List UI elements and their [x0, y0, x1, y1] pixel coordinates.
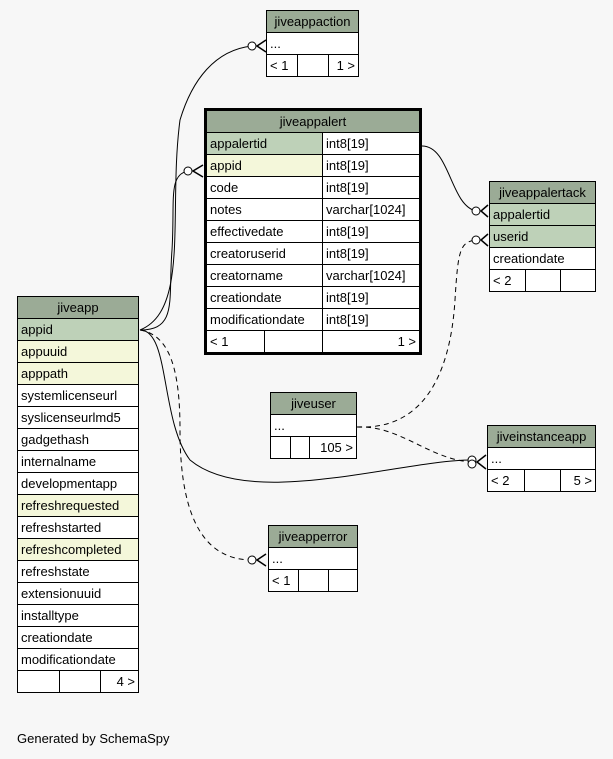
nav-prev: [17, 670, 60, 693]
table-jiveappaction[interactable]: jiveappaction ... < 1 1 >: [266, 10, 359, 77]
column-type: int8[19]: [322, 286, 420, 309]
nav-prev: < 1: [266, 54, 298, 77]
column-name: effectivedate: [206, 220, 323, 243]
column-type: varchar[1024]: [322, 198, 420, 221]
nav-mid: [525, 269, 561, 292]
edge-app-to-appaction: [139, 45, 253, 331]
table-title: jiveappalertack: [489, 181, 596, 204]
nav-prev: < 1: [268, 569, 299, 592]
table-row: ...: [268, 547, 358, 570]
table-title: jiveapperror: [268, 525, 358, 548]
table-jiveapperror[interactable]: jiveapperror ... < 1: [268, 525, 358, 592]
column-name: appalertid: [206, 132, 323, 155]
crowfoot-marker: [255, 553, 267, 567]
edge-end-marker: [247, 555, 257, 565]
column-type: varchar[1024]: [322, 264, 420, 287]
nav-mid: [264, 330, 323, 353]
column-name: internalname: [17, 450, 139, 473]
table-title: jiveapp: [17, 296, 139, 319]
edge-end-marker: [467, 459, 477, 469]
table-jiveinstanceapp[interactable]: jiveinstanceapp ... < 2 5 >: [487, 425, 596, 492]
column-name: notes: [206, 198, 323, 221]
table-title: jiveinstanceapp: [487, 425, 596, 448]
column-type: int8[19]: [322, 176, 420, 199]
nav-next: 4 >: [100, 670, 139, 693]
column-name: syslicenseurlmd5: [17, 406, 139, 429]
column-name: refreshrequested: [17, 494, 139, 517]
column-name: creationdate: [206, 286, 323, 309]
table-jiveuser[interactable]: jiveuser ... 105 >: [270, 392, 357, 459]
table-row: ...: [266, 32, 359, 55]
nav-mid: [298, 569, 329, 592]
table-jiveappalertack[interactable]: jiveappalertack appalertid userid creati…: [489, 181, 596, 292]
table-jiveappalert[interactable]: jiveappalert appalertid int8[19] appid i…: [204, 108, 422, 355]
edge-user-to-instanceapp: [356, 426, 473, 463]
edge-end-marker: [247, 41, 257, 51]
nav-prev: < 2: [487, 469, 525, 492]
column-type: int8[19]: [322, 242, 420, 265]
column-name: refreshstarted: [17, 516, 139, 539]
nav-next: 1 >: [328, 54, 359, 77]
nav-next: 5 >: [560, 469, 596, 492]
nav-next: [328, 569, 358, 592]
column-type: int8[19]: [322, 220, 420, 243]
column-name: installtype: [17, 604, 139, 627]
nav-next: 1 >: [322, 330, 420, 353]
crowfoot-marker: [191, 164, 204, 178]
column-name: creatorname: [206, 264, 323, 287]
column-name: appid: [17, 318, 139, 341]
column-name: gadgethash: [17, 428, 139, 451]
edge-app-to-apperror: [139, 329, 253, 561]
column-name: refreshstate: [17, 560, 139, 583]
nav-next: 105 >: [309, 436, 357, 459]
column-name: apppath: [17, 362, 139, 385]
column-name: refreshcompleted: [17, 538, 139, 561]
column-name: extensionuuid: [17, 582, 139, 605]
table-jiveapp[interactable]: jiveapp appid appuuid apppath systemlice…: [17, 296, 139, 693]
edge-app-to-instanceapp: [139, 329, 473, 483]
edge-appalert-to-appalertack: [421, 145, 477, 212]
crowfoot-marker: [479, 204, 489, 218]
column-name: developmentapp: [17, 472, 139, 495]
table-row: ...: [487, 447, 596, 470]
footer-text: Generated by SchemaSpy: [17, 731, 170, 746]
column-name: creationdate: [17, 626, 139, 649]
column-name: code: [206, 176, 323, 199]
nav-next: [560, 269, 596, 292]
column-name: modificationdate: [206, 308, 323, 331]
column-type: int8[19]: [322, 154, 420, 177]
edge-end-marker: [183, 166, 193, 176]
nav-prev: [270, 436, 291, 459]
nav-prev: < 1: [206, 330, 265, 353]
column-name: creatoruserid: [206, 242, 323, 265]
edge-end-marker: [471, 206, 481, 216]
edge-end-marker: [471, 235, 481, 245]
column-name: creationdate: [489, 247, 596, 270]
nav-mid: [290, 436, 310, 459]
table-title: jiveuser: [270, 392, 357, 415]
crowfoot-marker: [479, 233, 489, 247]
column-name: appid: [206, 154, 323, 177]
table-row: ...: [270, 414, 357, 437]
column-type: int8[19]: [322, 132, 420, 155]
column-name: appalertid: [489, 203, 596, 226]
column-name: modificationdate: [17, 648, 139, 671]
column-name: systemlicenseurl: [17, 384, 139, 407]
table-title: jiveappalert: [206, 110, 420, 133]
crowfoot-marker: [255, 39, 267, 53]
nav-mid: [524, 469, 561, 492]
column-name: userid: [489, 225, 596, 248]
column-name: appuuid: [17, 340, 139, 363]
table-title: jiveappaction: [266, 10, 359, 33]
crowfoot-marker: [475, 454, 487, 470]
nav-prev: < 2: [489, 269, 526, 292]
column-type: int8[19]: [322, 308, 420, 331]
edge-app-to-appalert: [139, 170, 189, 331]
nav-mid: [297, 54, 329, 77]
nav-mid: [59, 670, 101, 693]
